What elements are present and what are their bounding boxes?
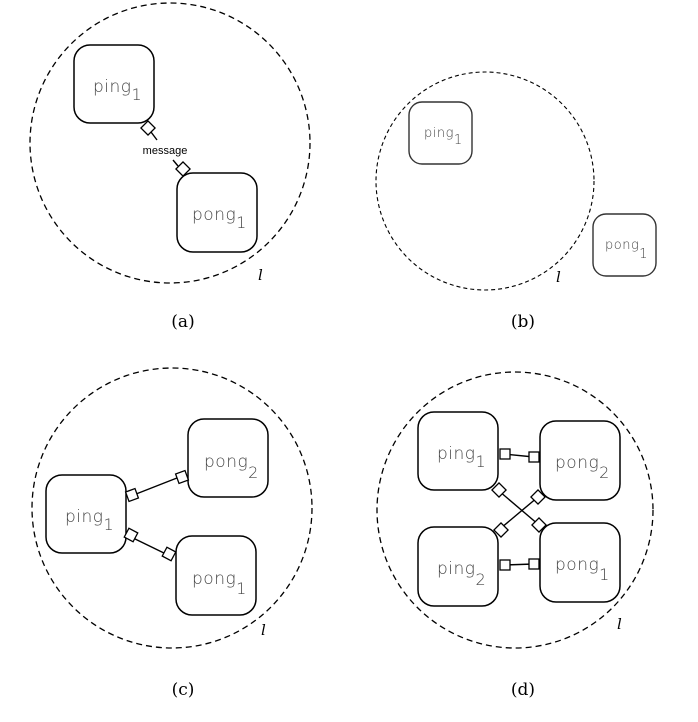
- port-icon: [530, 489, 546, 505]
- node-pong-1[interactable]: [176, 172, 258, 253]
- panel-caption: (b): [511, 312, 535, 332]
- node-pong-1[interactable]: [175, 535, 257, 616]
- location-label: l: [261, 621, 266, 639]
- node-label: pong1: [605, 238, 648, 262]
- node-pong-2[interactable]: [539, 420, 621, 501]
- port-icon: [491, 482, 507, 498]
- node-ping-1[interactable]: [73, 44, 155, 124]
- panel-a: ping1 pong1 message l (a): [29, 2, 311, 332]
- node-label: ping1: [437, 444, 486, 471]
- link-ping1-pong1: [130, 536, 169, 556]
- port-icon: [528, 558, 540, 570]
- link-ping1-pong2: [130, 475, 183, 497]
- node-label: ping2: [437, 559, 486, 589]
- node-ping-1[interactable]: [408, 101, 473, 165]
- panel-c: ping1 pong2 pong1 l (c): [31, 367, 313, 700]
- panel-b: ping1 pong1 l (b): [375, 71, 657, 332]
- port-icon: [161, 546, 177, 562]
- node-label: pong1: [192, 205, 247, 232]
- node-label: pong1: [555, 555, 610, 584]
- link-segment: [172, 159, 179, 167]
- node-label: pong2: [555, 453, 610, 482]
- panel-caption: (c): [172, 680, 195, 700]
- port-icon: [531, 517, 547, 533]
- panel-caption: (a): [171, 312, 194, 332]
- port-icon: [124, 487, 140, 503]
- link-ping1-pong1: [498, 490, 540, 526]
- location-label: l: [556, 268, 561, 286]
- port-icon: [175, 161, 191, 177]
- port-icon: [493, 522, 509, 538]
- location-boundary: [31, 367, 313, 649]
- location-label: l: [617, 615, 622, 633]
- location-label: l: [258, 266, 263, 284]
- node-label: ping1: [424, 126, 463, 148]
- node-pong-1[interactable]: [539, 522, 621, 603]
- location-boundary: [29, 2, 311, 284]
- port-icon: [140, 120, 156, 136]
- panel-d: ping1 pong2 ping2 pong1 l (d): [376, 371, 654, 700]
- link-segment: [150, 131, 158, 141]
- node-ping-1[interactable]: [45, 474, 127, 554]
- node-label: ping1: [65, 507, 114, 534]
- node-label: pong1: [192, 569, 247, 598]
- node-label: pong2: [204, 452, 259, 482]
- node-pong-2[interactable]: [187, 418, 269, 498]
- location-boundary: [376, 371, 654, 649]
- node-pong-1[interactable]: [592, 213, 657, 277]
- link-ping2-pong2: [500, 496, 539, 529]
- node-label: ping1: [93, 77, 142, 104]
- link-label-message: message: [143, 145, 188, 157]
- port-icon: [499, 559, 511, 571]
- node-ping-1[interactable]: [417, 411, 499, 491]
- location-boundary: [375, 71, 595, 291]
- node-ping-2[interactable]: [417, 526, 499, 607]
- port-icon: [528, 451, 540, 463]
- port-icon: [123, 527, 139, 543]
- port-icon: [174, 469, 190, 485]
- port-icon: [499, 448, 511, 460]
- panel-caption: (d): [511, 680, 535, 700]
